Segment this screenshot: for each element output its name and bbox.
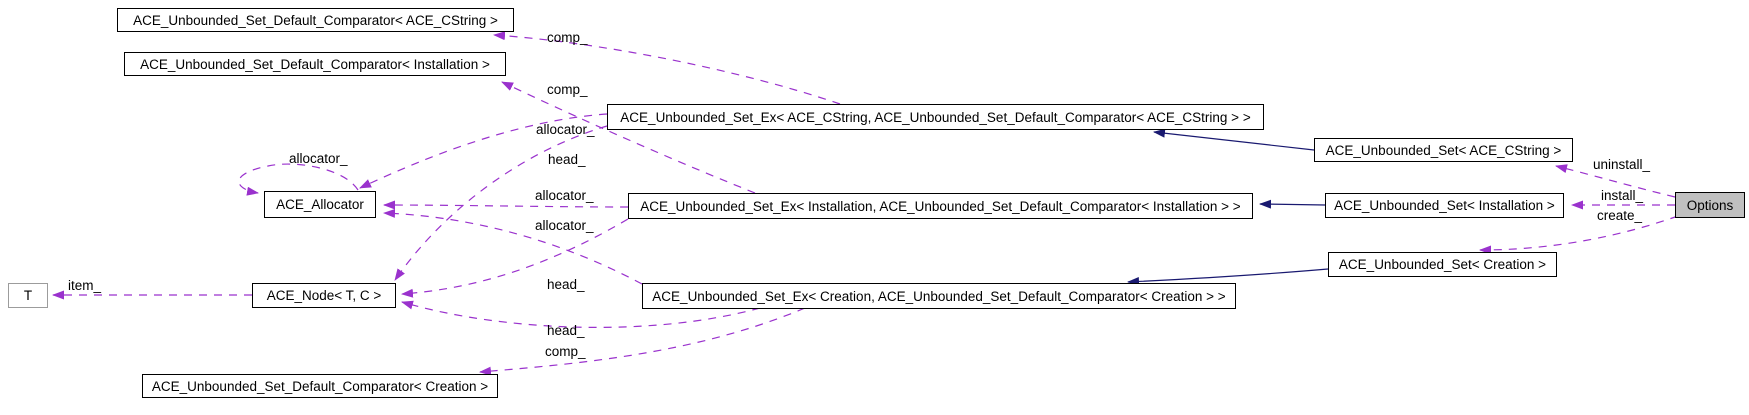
edge-allocator-from-ex-cstring (359, 113, 608, 189)
member-edges (52, 31, 1679, 376)
edge-head-from-ex-cstring (394, 125, 608, 281)
edge-create (1479, 215, 1679, 255)
edge-head-from-ex-creation (401, 300, 761, 328)
edge-label-install: install_ (1601, 188, 1644, 203)
node-template-param-t: T (8, 283, 48, 308)
node-set-ex-ace-cstring[interactable]: ACE_Unbounded_Set_Ex< ACE_CString, ACE_U… (607, 104, 1264, 130)
edge-label-comp-creation: comp_ (545, 344, 586, 359)
edge-comp-installation (501, 81, 756, 194)
node-set-ace-cstring[interactable]: ACE_Unbounded_Set< ACE_CString > (1314, 138, 1573, 162)
edge-head-from-ex-installation (401, 218, 629, 298)
edge-label-head-1: head_ (548, 152, 586, 167)
node-set-ex-installation[interactable]: ACE_Unbounded_Set_Ex< Installation, ACE_… (628, 193, 1253, 219)
node-set-creation[interactable]: ACE_Unbounded_Set< Creation > (1328, 252, 1557, 277)
edge-inherit-set-cstring (1153, 128, 1315, 151)
node-set-installation[interactable]: ACE_Unbounded_Set< Installation > (1325, 193, 1564, 218)
edge-label-allocator-2: allocator_ (535, 188, 594, 203)
edge-allocator-self-loop (238, 163, 359, 196)
edge-label-create: create_ (1597, 208, 1643, 223)
node-ace-allocator[interactable]: ACE_Allocator (264, 191, 376, 218)
edge-inherit-set-installation (1259, 199, 1326, 209)
node-comparator-installation[interactable]: ACE_Unbounded_Set_Default_Comparator< In… (124, 52, 506, 76)
edge-comp-creation (479, 307, 806, 376)
node-comparator-ace-cstring[interactable]: ACE_Unbounded_Set_Default_Comparator< AC… (117, 8, 514, 32)
edge-comp-cstring (493, 31, 841, 105)
node-options: Options (1675, 192, 1745, 218)
node-comparator-creation[interactable]: ACE_Unbounded_Set_Default_Comparator< Cr… (142, 374, 498, 398)
edge-label-allocator-3: allocator_ (535, 218, 594, 233)
edge-label-head-3: head_ (547, 323, 585, 338)
edge-label-comp-cstring: comp_ (547, 30, 588, 45)
edge-allocator-from-ex-creation (383, 208, 643, 285)
edge-label-item: item_ (68, 278, 102, 293)
edge-label-allocator-self: allocator_ (289, 151, 348, 166)
edge-label-uninstall: uninstall_ (1593, 157, 1651, 172)
edge-label-head-2: head_ (547, 277, 585, 292)
node-ace-node[interactable]: ACE_Node< T, C > (252, 283, 396, 308)
edge-inherit-set-creation (1127, 268, 1329, 286)
edge-label-allocator-1: allocator_ (536, 122, 595, 137)
edge-uninstall (1555, 164, 1676, 198)
inheritance-edges (1127, 128, 1329, 286)
node-set-ex-creation[interactable]: ACE_Unbounded_Set_Ex< Creation, ACE_Unbo… (642, 283, 1236, 309)
edge-allocator-from-ex-installation (383, 200, 629, 210)
edge-label-comp-installation: comp_ (547, 82, 588, 97)
